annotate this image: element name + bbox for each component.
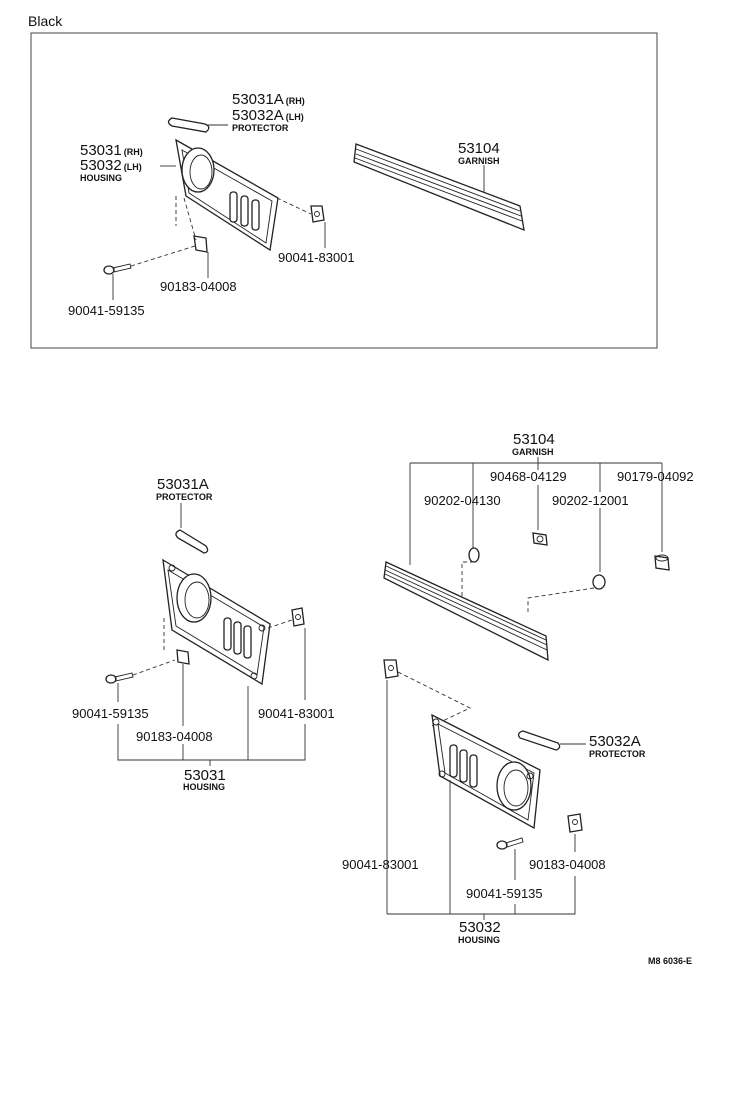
right-clip-part xyxy=(383,659,472,914)
left-protector-number: 53031A xyxy=(157,476,209,493)
housing-rh-number: 53031(RH) xyxy=(80,142,143,159)
right-garnish-number: 53104 xyxy=(513,431,555,448)
clip-part xyxy=(276,197,326,248)
right-clip-number: 90041-83001 xyxy=(342,857,419,872)
cap-nut-part xyxy=(654,554,670,571)
right-protector-part xyxy=(517,730,586,751)
nut-part xyxy=(183,197,209,278)
grommet-part xyxy=(468,547,480,563)
left-panel: 53031A PROTECTOR 90041-83001 xyxy=(72,476,335,792)
left-screw-number: 90041-59135 xyxy=(72,706,149,721)
top-panel: 53031A(RH) 53032A(LH) PROTECTOR 53031(RH… xyxy=(30,32,658,349)
right-screw-part xyxy=(496,837,524,880)
screw-number: 90041-59135 xyxy=(68,303,145,318)
right-protector-number: 53032A xyxy=(589,733,641,750)
right-part-p1: 90468-04129 xyxy=(490,469,567,484)
left-screw-part xyxy=(105,618,176,702)
top-panel-frame xyxy=(30,32,658,349)
nut-number: 90183-04008 xyxy=(160,279,237,294)
protector-lh-number: 53032A(LH) xyxy=(232,107,304,124)
right-part-p3: 90202-12001 xyxy=(552,493,629,508)
right-housing-number: 53032 xyxy=(459,919,501,936)
right-panel: 53104 GARNISH 90468-04129 90179-04092 90… xyxy=(342,431,694,945)
right-housing-part xyxy=(431,713,541,914)
left-housing-desc: HOUSING xyxy=(183,782,225,792)
left-protector-part xyxy=(175,503,209,554)
left-clip-number: 90041-83001 xyxy=(258,706,335,721)
garnish-part xyxy=(353,143,525,232)
right-part-p2: 90202-04130 xyxy=(424,493,501,508)
left-housing-number: 53031 xyxy=(184,767,226,784)
right-garnish-part xyxy=(383,561,595,662)
right-screw-number: 90041-59135 xyxy=(466,886,543,901)
left-nut-number: 90183-04008 xyxy=(136,729,213,744)
right-garnish-desc: GARNISH xyxy=(512,447,554,457)
right-part-p4: 90179-04092 xyxy=(617,469,694,484)
protector-desc: PROTECTOR xyxy=(232,123,289,133)
housing-lh-number: 53032(LH) xyxy=(80,157,142,174)
right-protector-desc: PROTECTOR xyxy=(589,749,646,759)
right-nut-part xyxy=(567,813,583,852)
screw-part xyxy=(103,196,196,300)
protector-rh-number: 53031A(RH) xyxy=(232,91,305,108)
left-protector-desc: PROTECTOR xyxy=(156,492,213,502)
housing-part xyxy=(160,138,279,252)
housing-desc: HOUSING xyxy=(80,173,122,183)
garnish-number: 53104 xyxy=(458,140,500,157)
color-variant-label: Black xyxy=(28,13,63,29)
right-nut-number: 90183-04008 xyxy=(529,857,606,872)
left-nut-part xyxy=(176,649,190,726)
washer-part xyxy=(592,574,606,590)
garnish-desc: GARNISH xyxy=(458,156,500,166)
left-clip-part xyxy=(267,607,306,700)
right-housing-desc: HOUSING xyxy=(458,935,500,945)
left-housing-part xyxy=(162,558,271,686)
diagram-reference: M8 6036-E xyxy=(648,956,692,966)
clip-number: 90041-83001 xyxy=(278,250,355,265)
bolt-part xyxy=(532,532,548,546)
protector-part xyxy=(167,117,228,133)
